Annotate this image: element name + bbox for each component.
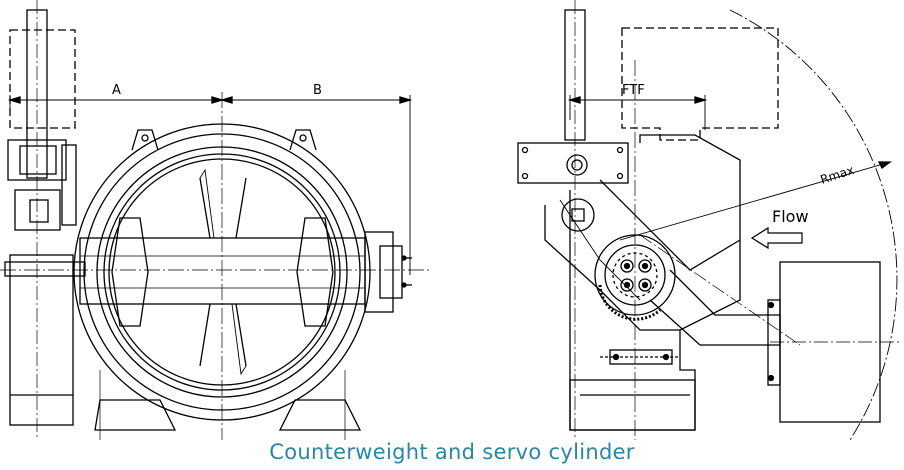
dim-b-label: B bbox=[313, 83, 322, 98]
side-view: Rmax FTF bbox=[517, 0, 900, 440]
front-view: A B bbox=[0, 0, 430, 440]
shaft bbox=[79, 237, 366, 305]
flange-outer bbox=[73, 123, 371, 421]
counterweight-dashed bbox=[9, 29, 76, 129]
rmax-arc bbox=[729, 9, 898, 440]
dim-a-label: A bbox=[112, 83, 121, 98]
dim-ftf-label: FTF bbox=[622, 83, 645, 98]
servo-cylinder bbox=[9, 254, 74, 426]
flow-arrow-icon bbox=[750, 226, 803, 250]
flow-label: Flow bbox=[772, 207, 809, 226]
figure-caption: Counterweight and servo cylinder bbox=[269, 440, 635, 464]
dim-rmax-label: Rmax bbox=[819, 163, 856, 187]
valve-technical-drawing: A B Rmax FTF bbox=[0, 0, 900, 440]
counterweight-dashed-side bbox=[621, 27, 779, 141]
